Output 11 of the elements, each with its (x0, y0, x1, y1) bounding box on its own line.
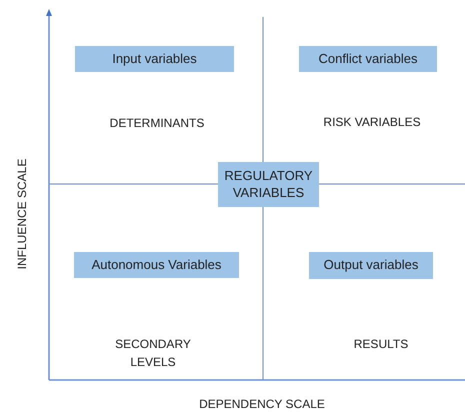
quadrant-label: RISK VARIABLES (322, 114, 422, 131)
variable-box: Input variables (75, 46, 234, 72)
quadrant-label: DETERMINANTS (108, 115, 206, 132)
quadrant-label: SECONDARY LEVELS (114, 336, 192, 371)
quadrant-label: RESULTS (352, 336, 410, 353)
axis-title: INFLUENCE SCALE (14, 158, 30, 272)
variable-box: Autonomous Variables (74, 252, 239, 278)
variable-box: Output variables (309, 252, 433, 279)
variable-box: REGULATORY VARIABLES (218, 162, 319, 207)
variable-box: Conflict variables (299, 46, 437, 72)
quadrant-label: DEPENDENCY SCALE (198, 396, 326, 413)
